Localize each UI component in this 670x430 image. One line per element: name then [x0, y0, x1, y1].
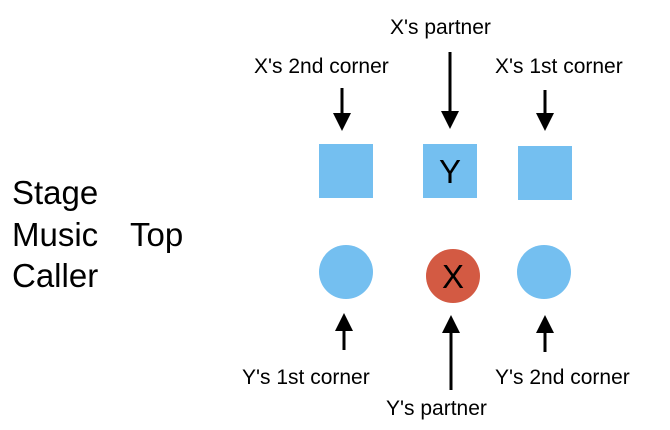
- music-label: Music: [12, 216, 99, 253]
- x-1st-corner-label: X's 1st corner: [495, 55, 623, 78]
- circle-dancer-x: X: [426, 249, 480, 303]
- circle-dancer-right: [517, 245, 571, 299]
- x-partner-label: X's partner: [390, 16, 491, 39]
- caller-label: Caller: [12, 257, 99, 294]
- circle-dancer-left: [319, 245, 373, 299]
- square-dancer-left: [319, 144, 373, 198]
- stage-label: Stage: [12, 174, 99, 211]
- square-dancer-y: Y: [423, 144, 477, 198]
- square-dancer-right: [518, 146, 572, 200]
- dancer-y-letter: Y: [438, 152, 461, 190]
- y-1st-corner-label: Y's 1st corner: [242, 366, 370, 389]
- y-2nd-corner-label: Y's 2nd corner: [495, 366, 630, 389]
- y-partner-label: Y's partner: [386, 397, 487, 420]
- x-2nd-corner-label: X's 2nd corner: [254, 55, 389, 78]
- top-label: Top: [130, 216, 184, 253]
- dancer-x-letter: X: [441, 257, 464, 295]
